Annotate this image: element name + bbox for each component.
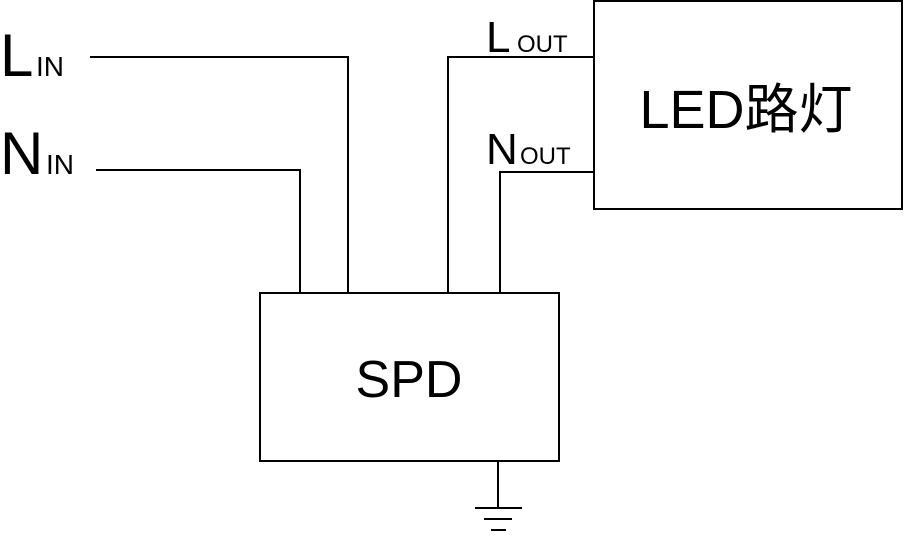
spd-label: SPD: [356, 351, 463, 409]
n-out-label: N OUT: [486, 125, 571, 174]
n-in-wire: [96, 169, 301, 293]
spd-box: [259, 292, 560, 462]
n-out-main-text: N: [486, 125, 518, 174]
ground-icon: [475, 461, 522, 531]
n-in-sub-text: IN: [46, 149, 74, 180]
n-out-sub-text: OUT: [520, 143, 571, 170]
l-out-label: L OUT: [486, 13, 568, 62]
led-label: LED路灯: [639, 80, 852, 140]
l-in-sub-text: IN: [36, 51, 64, 82]
l-in-label: L IN: [0, 22, 64, 89]
n-in-main-text: N: [0, 120, 43, 187]
l-out-wire: [447, 56, 594, 293]
l-out-main-text: L: [486, 13, 510, 62]
led-box: [593, 0, 903, 210]
l-out-sub-text: OUT: [517, 31, 568, 58]
n-out-wire: [499, 171, 594, 293]
l-in-main-text: L: [0, 22, 33, 89]
l-in-wire: [90, 56, 349, 293]
n-in-label: N IN: [0, 120, 74, 187]
